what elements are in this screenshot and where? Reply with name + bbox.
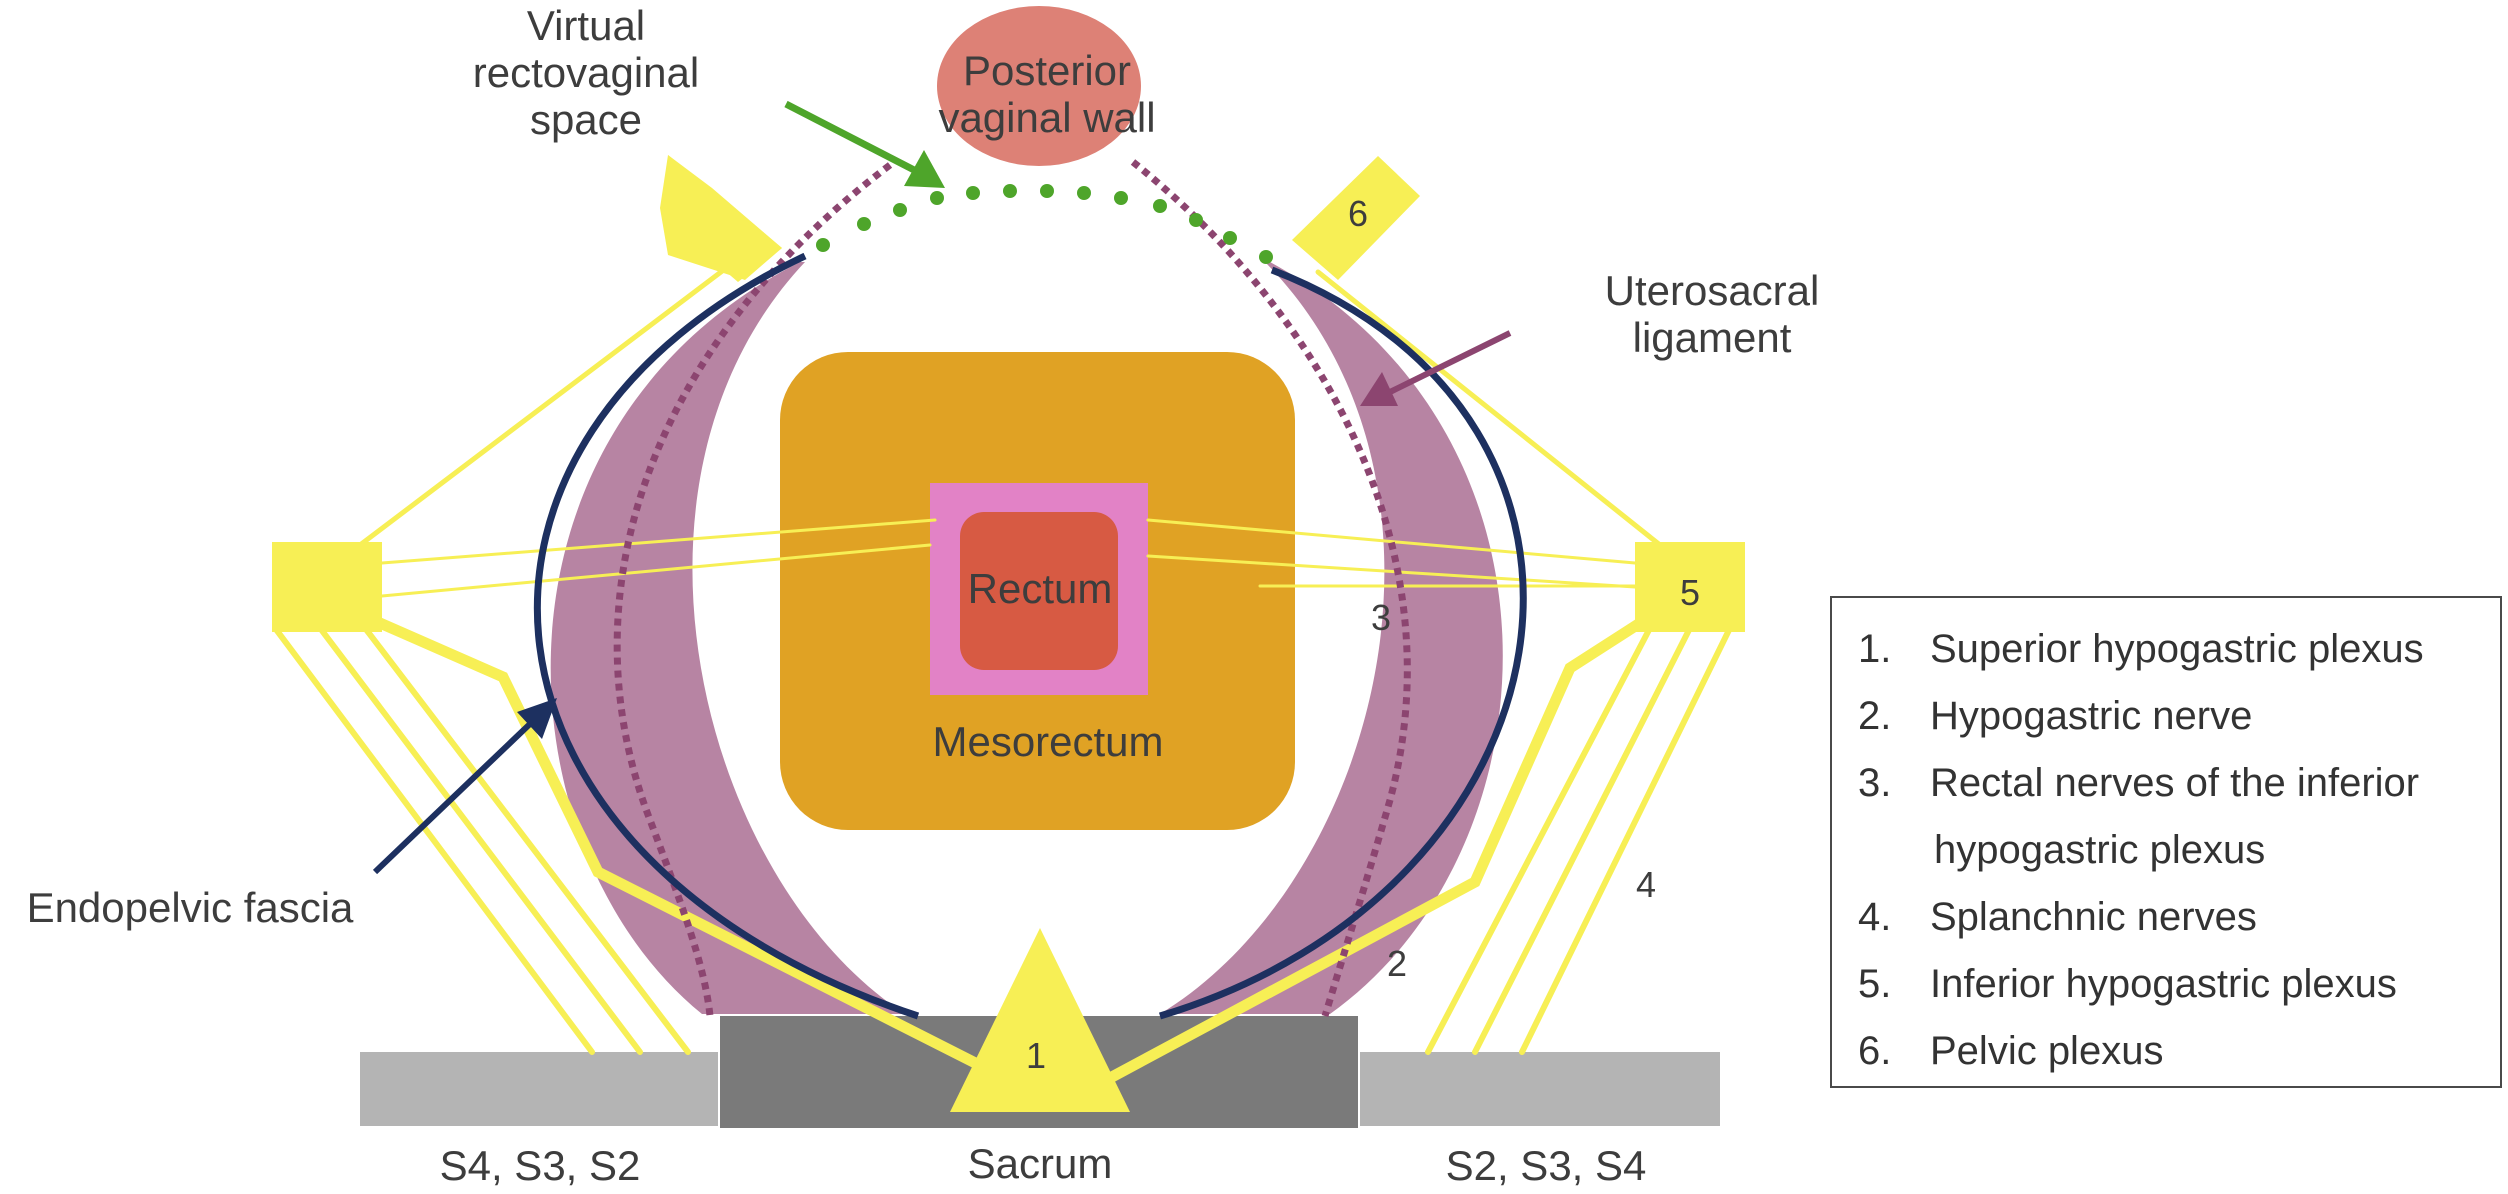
legend-number: 3.: [1858, 761, 1892, 805]
legend-item: 5. Inferior hypogastric plexus: [1858, 951, 2484, 1018]
superior-hypogastric-plexus: [950, 928, 1130, 1112]
legend-number: 1.: [1858, 627, 1892, 671]
marker-4: 4: [1636, 864, 1656, 905]
dotted-boundary-left: [613, 162, 893, 1017]
pelvic-plexus-line-right: [1315, 269, 1663, 548]
pelvic-plexus-line-left: [357, 247, 753, 548]
label-sacrum: Sacrum: [968, 1140, 1113, 1187]
splanchnic-nerve-left-2: [317, 625, 643, 1055]
label-virtual-space-2: rectovaginal: [473, 49, 699, 96]
virtual-rectovaginal-space: [816, 184, 1273, 264]
splanchnic-nerve-left-3: [362, 625, 691, 1055]
inferior-hypogastric-plexus-left: [272, 542, 382, 632]
label-posterior-vaginal-wall-2: vaginal wall: [938, 94, 1155, 141]
splanchnic-nerve-left-1: [272, 625, 595, 1055]
label-sacral-left: S4, S3, S2: [440, 1142, 641, 1189]
legend-text: Pelvic plexus: [1930, 1029, 2164, 1073]
rectal-nerve-right-1: [1146, 518, 1637, 565]
legend-number: 6.: [1858, 1029, 1892, 1073]
legend-item: 1. Superior hypogastric plexus: [1858, 616, 2484, 683]
label-rectum: Rectum: [968, 565, 1113, 612]
hypogastric-nerve-right: [1104, 617, 1646, 1084]
legend: 1. Superior hypogastric plexus 2. Hypoga…: [1830, 596, 2502, 1088]
sacral-bone-left: [360, 1052, 718, 1126]
endopelvic-fascia-right: [1158, 266, 1527, 1020]
marker-6: 6: [1348, 193, 1368, 234]
arrow-endopelvic-fascia: [372, 698, 557, 875]
label-endopelvic-fascia: Endopelvic fascia: [27, 884, 354, 931]
legend-text: Hypogastric nerve: [1930, 694, 2253, 738]
label-uterosacral-ligament-2: ligament: [1633, 314, 1792, 361]
arrow-virtual-space: [784, 100, 945, 188]
marker-2: 2: [1387, 943, 1407, 984]
legend-text: Splanchnic nerves: [1930, 895, 2257, 939]
marker-1: 1: [1026, 1035, 1046, 1076]
legend-item: 3. Rectal nerves of the inferior: [1858, 750, 2484, 817]
legend-item: 2. Hypogastric nerve: [1858, 683, 2484, 750]
splanchnic-nerve-right-3: [1519, 625, 1733, 1055]
uterosacral-ligament-right: [1160, 262, 1503, 1014]
dotted-boundary-right: [1130, 159, 1411, 1018]
marker-5: 5: [1680, 572, 1700, 613]
legend-number: 4.: [1858, 895, 1892, 939]
posterior-vaginal-wall: [937, 6, 1141, 166]
rectum: [960, 512, 1118, 670]
label-uterosacral-ligament-1: Uterosacral: [1605, 267, 1820, 314]
label-posterior-vaginal-wall-1: Posterior: [963, 47, 1131, 94]
rectal-nerve-right-2: [1146, 554, 1637, 589]
legend-number: 2.: [1858, 694, 1892, 738]
uterosacral-ligament-left: [550, 262, 905, 1014]
pelvic-plexus-right: [1292, 156, 1420, 280]
endopelvic-fascia-left: [533, 252, 920, 1020]
inferior-hypogastric-plexus-right: [1635, 542, 1745, 632]
label-virtual-space-3: space: [530, 96, 642, 143]
rectal-nerve-left-2: [380, 543, 932, 598]
legend-text: Rectal nerves of the inferior: [1930, 761, 2420, 805]
legend-text-continued: hypogastric plexus: [1934, 828, 2266, 872]
legend-item: 6. Pelvic plexus: [1858, 1018, 2484, 1085]
legend-text: Inferior hypogastric plexus: [1930, 962, 2397, 1006]
legend-item: 4. Splanchnic nerves: [1858, 884, 2484, 951]
legend-number: 5.: [1858, 962, 1892, 1006]
label-sacral-right: S2, S3, S4: [1446, 1142, 1647, 1189]
splanchnic-nerve-right-2: [1472, 625, 1693, 1055]
label-virtual-space-1: Virtual: [527, 2, 645, 49]
marker-3: 3: [1371, 597, 1391, 638]
hypogastric-nerve-left: [374, 617, 1011, 1084]
rectal-nerve-left-1: [380, 518, 937, 565]
label-mesorectum: Mesorectum: [932, 718, 1163, 765]
arrow-uterosacral-ligament: [1360, 330, 1512, 406]
legend-text: Superior hypogastric plexus: [1930, 627, 2424, 671]
pelvic-plexus-left-bar: [668, 155, 782, 282]
sacral-bone-right: [1360, 1052, 1720, 1126]
splanchnic-nerve-right-1: [1425, 625, 1653, 1055]
